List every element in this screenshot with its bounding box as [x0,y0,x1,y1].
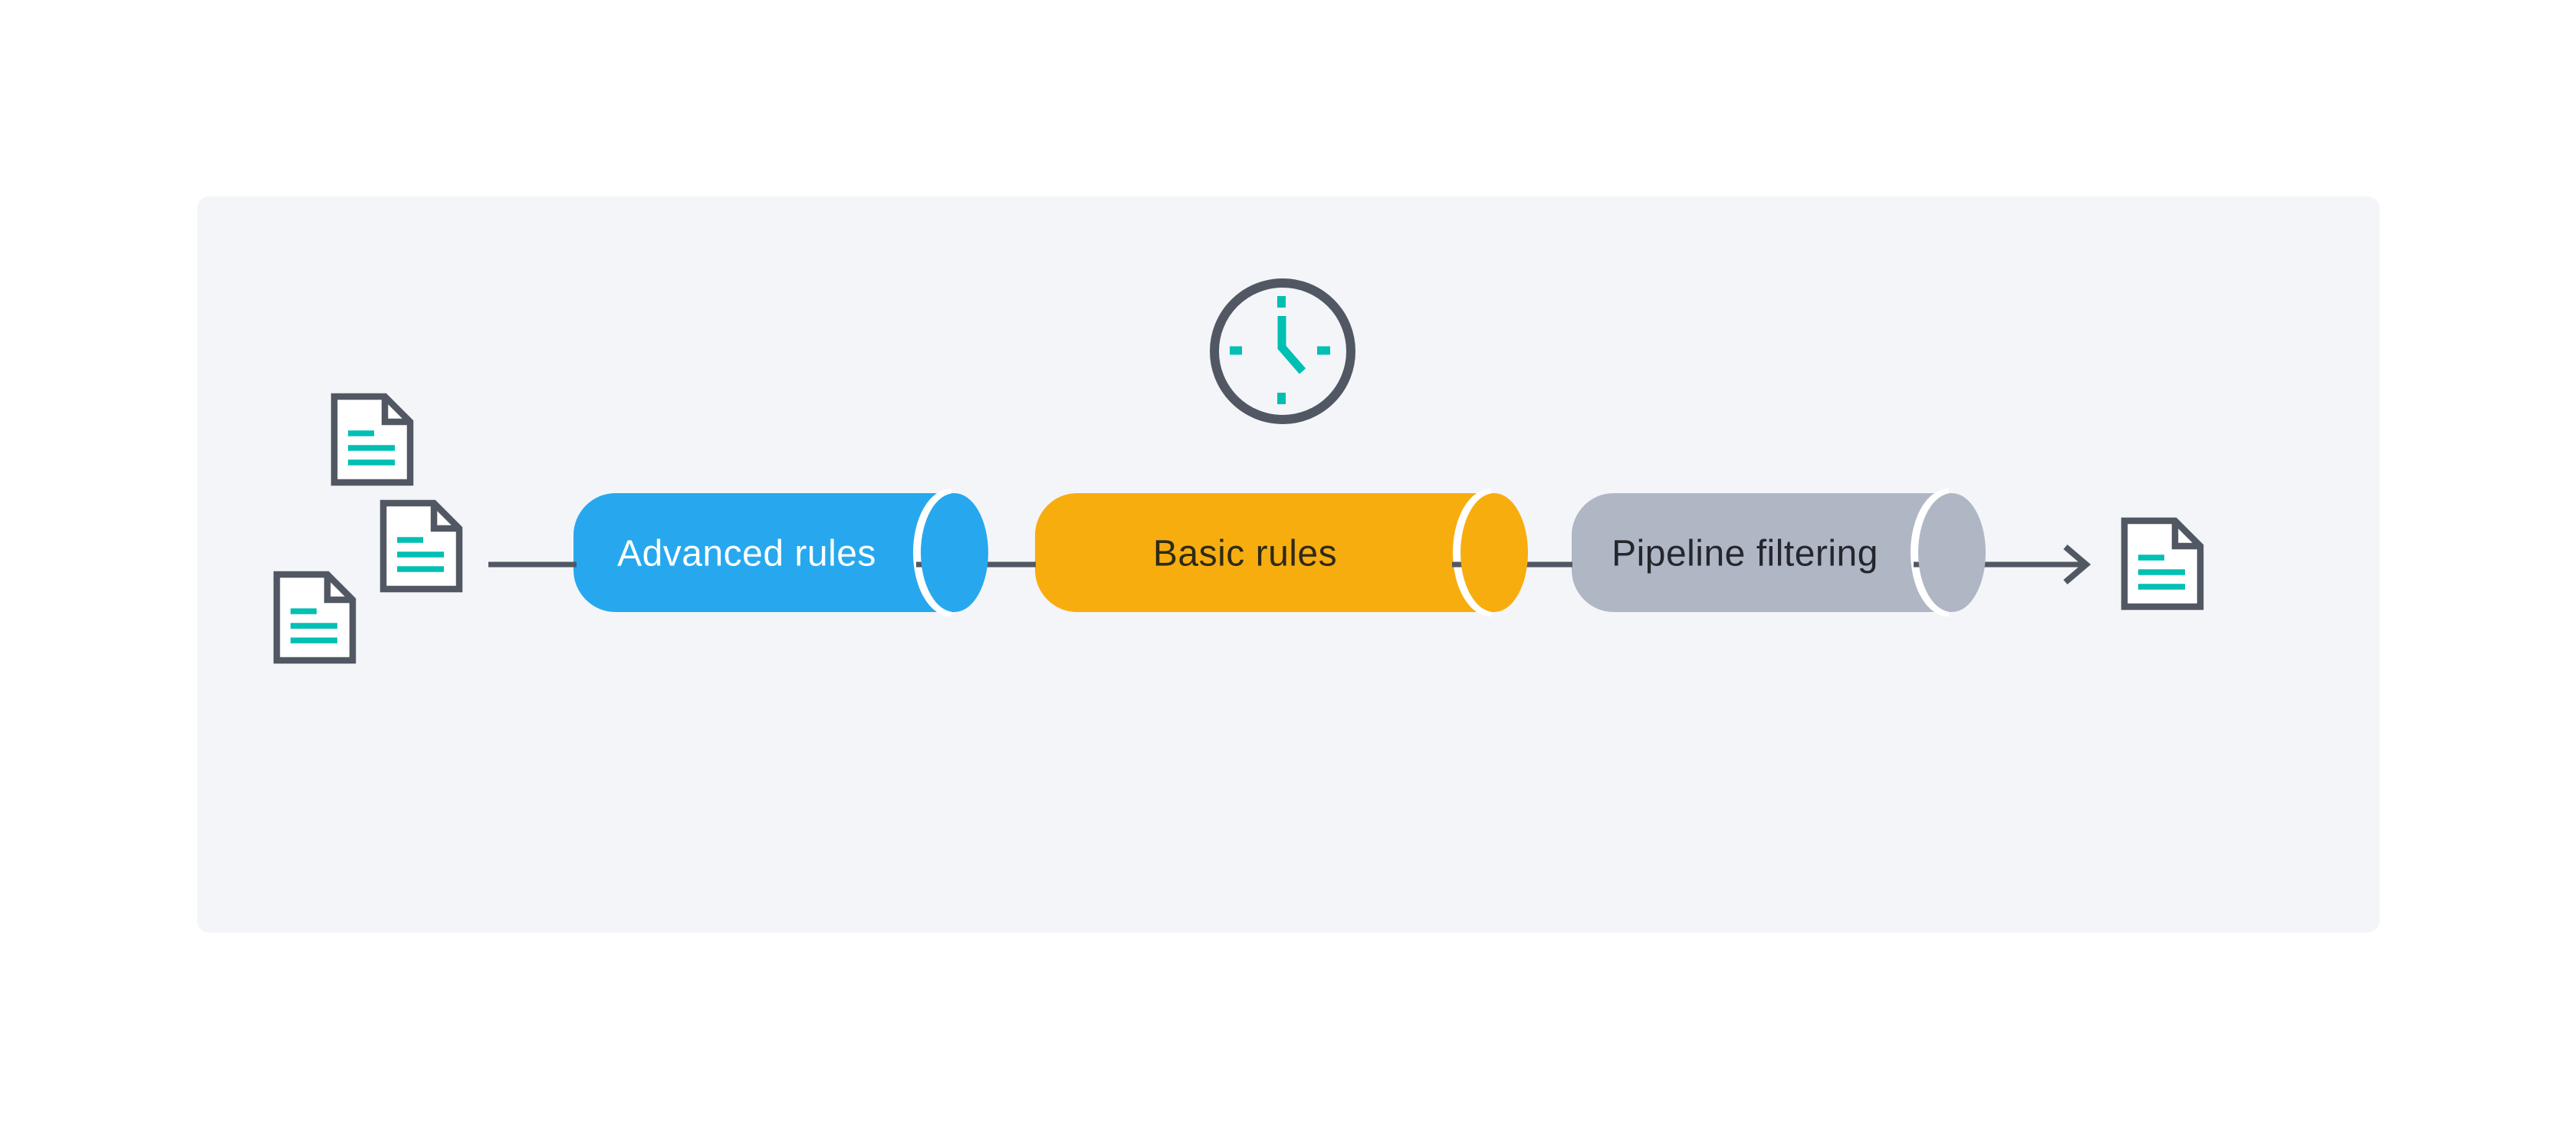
stage-pipeline-filtering [1572,489,1952,617]
document-page [330,393,414,486]
clock-hands [1277,316,1306,374]
stage-basic-rules-body [1035,493,1494,612]
document-fold [324,574,353,604]
stage-label-advanced-rules: Advanced rules [617,534,876,574]
stage-advanced-rules [573,489,955,617]
stage-basic-rules-gap-arc [1453,489,1492,617]
document-icon [330,393,414,486]
stage-label-basic-rules: Basic rules [1153,534,1337,574]
stage-pipeline-filtering-cap [1918,493,1986,612]
stage-label-pipeline-filtering: Pipeline filtering [1612,534,1878,574]
stage-basic-rules-cap [1460,493,1528,612]
stage-advanced-rules-cap [921,493,988,612]
stage-advanced-rules-body [573,493,955,612]
stage-basic-rules [1035,489,1494,617]
document-icon [380,499,463,593]
document-page [273,571,356,664]
input-documents [273,393,463,664]
stage-advanced-rules-gap-arc [913,489,952,617]
output-document document-icon [2121,517,2204,611]
stage-pipeline-filtering-gap-arc [1911,489,1950,617]
document-fold [2171,521,2200,550]
document-fold [381,397,410,426]
document-fold [430,503,459,532]
arrow-right-icon [2063,544,2091,585]
stage-pipeline-filtering-body [1572,493,1952,612]
document-icon [273,571,356,664]
document-page [2121,517,2204,611]
clock-icon [1210,278,1355,424]
document-page [380,499,463,593]
